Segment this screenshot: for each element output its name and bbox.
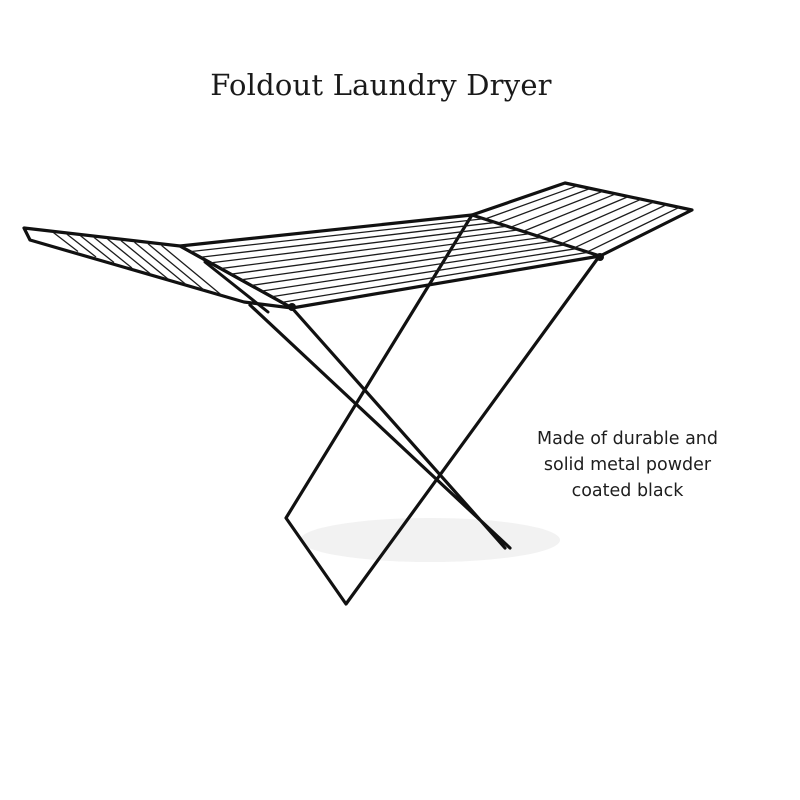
center-rail	[230, 232, 531, 275]
left-wing-rail	[93, 236, 133, 269]
right-wing-frame	[470, 181, 694, 258]
leg-crossbar	[203, 260, 270, 314]
left-wing-rail	[161, 244, 223, 297]
right-wing-rail	[484, 185, 578, 220]
left-wing-rail	[134, 241, 187, 286]
center-rail	[271, 247, 577, 298]
center-rail	[220, 229, 519, 270]
description-line-3: coated black	[571, 481, 684, 501]
right-wing-rail	[561, 201, 655, 245]
left-wing-rail	[120, 240, 169, 280]
floor-shadow	[300, 518, 560, 562]
left-wing-rail	[66, 233, 97, 258]
left-wing-rail	[107, 238, 151, 275]
left-wing-rail	[80, 235, 115, 264]
description-line-2: solid metal powder	[543, 455, 712, 475]
center-rail	[281, 251, 589, 304]
leg-left-pair	[248, 303, 512, 550]
center-rail	[190, 218, 484, 253]
right-wing-rail	[497, 187, 591, 224]
page-title: Foldout Laundry Dryer	[210, 68, 552, 102]
right-wing-rail	[574, 204, 667, 249]
left-wing-rail	[53, 232, 79, 253]
hinge-left	[288, 303, 296, 311]
right-wing-rail	[586, 206, 680, 253]
center-rail	[251, 240, 554, 287]
center-rail	[261, 244, 566, 292]
leg-right-pair	[284, 213, 600, 606]
right-wing-rail	[522, 193, 617, 233]
center-rail	[241, 236, 542, 281]
right-wing-rail	[535, 195, 629, 237]
left-wing-rail	[147, 243, 205, 291]
left-wing-frame	[22, 226, 294, 310]
center-rail	[210, 225, 507, 264]
product-description: Made of durable and solid metal powder c…	[500, 426, 755, 504]
hinge-right	[596, 253, 604, 261]
description-line-1: Made of durable and	[536, 429, 719, 449]
right-wing-rail	[510, 190, 604, 228]
right-wing-rail	[548, 198, 642, 241]
center-rail	[200, 221, 496, 258]
